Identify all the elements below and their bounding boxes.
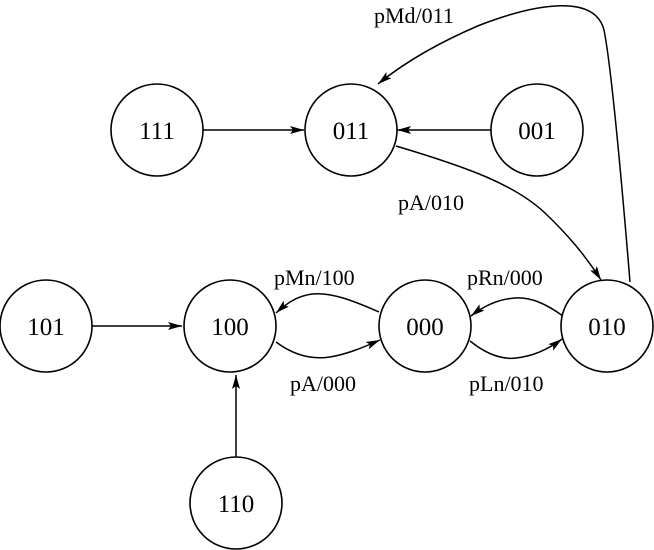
edge-label-pA-000: pA/000 [290,371,356,396]
edge-100-to-000 [275,339,381,359]
edge-010-to-000 [470,297,564,317]
edge-label-pMn-100: pMn/100 [274,265,355,290]
state-label-001: 001 [518,118,556,145]
state-label-100: 100 [211,314,249,341]
edge-label-pLn-010: pLn/010 [469,371,544,396]
state-label-011: 011 [333,118,370,145]
edge-000-to-010 [469,338,563,360]
state-label-111: 111 [139,118,175,145]
state-101: 101 [0,279,93,373]
edge-010-to-011 [377,5,631,283]
state-label-101: 101 [27,314,65,341]
state-label-110: 110 [218,491,255,518]
edge-label-pA-010: pA/010 [398,190,464,215]
state-111: 111 [110,83,204,177]
state-label-010: 010 [588,314,626,341]
state-100: 100 [183,279,277,373]
edge-011-to-010 [395,145,602,281]
state-001: 001 [490,83,584,177]
edge-label-pMd-011: pMd/011 [374,3,454,28]
state-110: 110 [189,456,283,550]
state-000: 000 [378,279,472,373]
state-010: 010 [560,279,654,373]
state-label-000: 000 [406,314,444,341]
edge-000-to-100 [275,292,380,314]
edge-label-pRn-000: pRn/000 [467,265,543,290]
state-011: 011 [304,83,398,177]
